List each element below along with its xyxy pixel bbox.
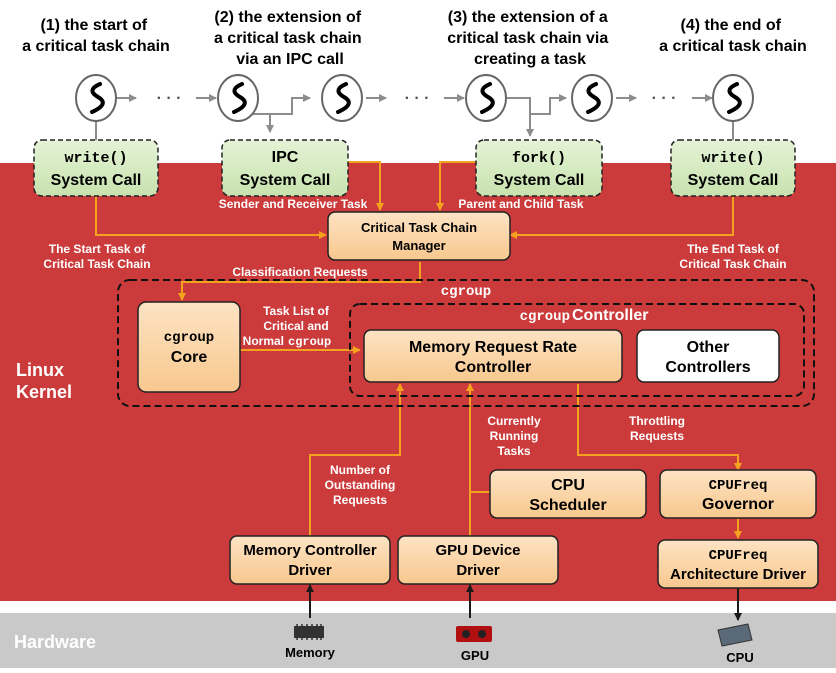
ellipsis-1: · · · [157,90,182,107]
edge-label-start-task-1: The Start Task of [49,242,146,256]
gpu-driver-line-2: Driver [456,562,500,579]
arch-label: Architecture Driver [670,566,806,583]
edge-label-end-task-2: Critical Task Chain [679,257,786,271]
other-line-2: Controllers [665,359,750,376]
syscall-label-top: IPC [272,149,299,166]
cpufreq-architecture-driver: CPUFreq Architecture Driver [657,539,819,589]
syscall-write-end: write() System Call [670,139,796,197]
thread-icon [571,74,613,122]
syscall-code: write() [701,150,764,167]
critical-task-chain-manager: Critical Task Chain Manager [327,211,511,261]
syscall-code: write() [64,150,127,167]
cgroup-controller-group: cgroup Controller [349,303,805,397]
cgroup-core-code: cgroup [164,330,214,346]
cpu-scheduler: CPU Scheduler [489,469,647,519]
cpu-scheduler-line-2: Scheduler [529,497,606,514]
cgroup-title: cgroup [441,284,491,300]
edge-label-outstanding-3: Requests [333,493,387,507]
syscall-label: System Call [51,172,142,189]
edge-label-end-task-1: The End Task of [687,242,780,256]
cgroup-core: cgroup Core [137,301,241,393]
edge-label-start-task-2: Critical Task Chain [43,257,150,271]
governor-code: CPUFreq [709,478,768,494]
ellipsis-3: · · · [652,90,677,107]
governor-label: Governor [702,496,774,513]
edge-label-running-3: Tasks [497,444,530,458]
other-controllers: Other Controllers [636,329,780,383]
edge-label-throttle-1: Throttling [629,414,685,428]
hardware-memory-label: Memory [285,645,336,660]
thread-row: · · · · · · · · · [75,74,754,140]
edge-label-task-list-code: cgroup [288,335,331,349]
cgroup-container: cgroup [117,279,815,407]
edge-label-sender-receiver: Sender and Receiver Task [219,197,368,211]
manager-line-1: Critical Task Chain [361,220,477,235]
other-line-1: Other [687,339,730,356]
syscall-ipc: IPC System Call [221,139,349,197]
syscall-label: System Call [240,172,331,189]
hardware-gpu-label: GPU [461,648,489,663]
cgroup-core-label: Core [171,349,208,366]
edge-label-running-1: Currently [487,414,541,428]
manager-line-2: Manager [392,238,445,253]
hardware-region [0,613,836,668]
syscall-fork: fork() System Call [475,139,603,197]
cpufreq-governor: CPUFreq Governor [659,469,817,519]
kernel-label-1: Linux [16,360,64,380]
thread-icon [75,74,117,122]
syscall-label: System Call [494,172,585,189]
edge-label-throttle-2: Requests [630,429,684,443]
syscall-write-start: write() System Call [33,139,159,197]
edge-label-parent-child: Parent and Child Task [458,197,583,211]
thread-icon [217,74,259,122]
syscall-label: System Call [688,172,779,189]
syscall-code: fork() [512,150,566,167]
edge-label-task-list-1: Task List of [263,304,330,318]
cpu-scheduler-line-1: CPU [551,477,585,494]
edge-label-task-list-3: Normal [243,334,284,348]
memctl-line-2: Driver [288,562,332,579]
cpu-chip-icon [717,623,753,647]
memory-controller-driver: Memory Controller Driver [229,535,391,585]
kernel-label-2: Kernel [16,382,72,402]
thread-icon [465,74,507,122]
mrr-line-1: Memory Request Rate [409,339,577,356]
stage-2-title: (2) the extension of a critical task cha… [214,9,366,68]
controller-title-label: Controller [572,307,648,324]
memory-request-rate-controller: Memory Request Rate Controller [363,329,623,383]
hardware-cpu-label: CPU [726,650,753,665]
edge-label-task-list-2: Critical and [263,319,328,333]
stage-3-title: (3) the extension of a critical task cha… [447,9,612,68]
stage-4-title: (4) the end of a critical task chain [659,17,807,55]
controller-title-code: cgroup [520,309,570,325]
gpu-device-driver: GPU Device Driver [397,535,559,585]
edge-label-outstanding-2: Outstanding [325,478,396,492]
gpu-driver-line-1: GPU Device [435,542,520,559]
edge-label-classification: Classification Requests [232,265,368,279]
stage-1-title: (1) the start of a critical task chain [22,17,170,55]
edge-label-outstanding-1: Number of [330,463,391,477]
gpu-card-icon [456,626,492,642]
thread-icon [321,74,363,122]
thread-icon [712,74,754,122]
ellipsis-2: · · · [405,90,430,107]
arch-code: CPUFreq [709,548,768,564]
edge-label-running-2: Running [490,429,539,443]
memctl-line-1: Memory Controller [243,542,377,559]
memory-chip-icon [294,624,324,640]
hardware-label: Hardware [14,632,96,652]
mrr-line-2: Controller [455,359,531,376]
